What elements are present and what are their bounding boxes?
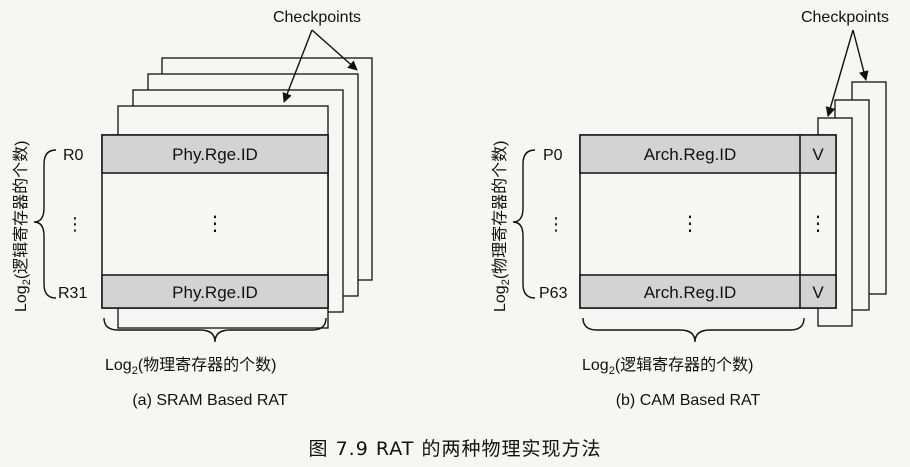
sram-row-bottom — [101, 274, 329, 309]
svg-text:Log2(逻辑寄存器的个数): Log2(逻辑寄存器的个数) — [12, 141, 33, 313]
sram-rat-diagram: Phy.Rge.ID Phy.Rge.ID ⋮ R0 ⋮ R31 Log2(逻辑… — [12, 9, 373, 409]
cam-left-brace — [512, 149, 536, 299]
cam-row-top — [579, 134, 837, 174]
cam-entry-bottom: Arch.Reg.ID — [644, 283, 737, 302]
sram-row-top — [101, 134, 329, 174]
cam-entry-top: Arch.Reg.ID — [644, 145, 737, 164]
sram-checkpoint-arrow-1 — [282, 29, 313, 103]
rat-diagram-svg: Phy.Rge.ID Phy.Rge.ID ⋮ R0 ⋮ R31 Log2(逻辑… — [12, 9, 889, 409]
sram-middle-ellipsis: ⋮ — [205, 213, 225, 235]
sram-y-axis-label: Log2(逻辑寄存器的个数) — [12, 141, 33, 313]
cam-row-label-top: P0 — [543, 147, 563, 164]
sram-entry-top: Phy.Rge.ID — [172, 145, 258, 164]
sram-row-label-bottom: R31 — [58, 285, 87, 302]
cam-valid-top: V — [812, 145, 824, 164]
figure-caption: 图 7.9 RAT 的两种物理实现方法 — [308, 438, 602, 460]
sram-caption: (a) SRAM Based RAT — [132, 392, 288, 409]
cam-bottom-brace — [582, 317, 805, 343]
cam-checkpoint-arrow-2 — [852, 29, 869, 81]
sram-checkpoints-label: Checkpoints — [273, 9, 361, 26]
cam-x-axis-label: Log2(逻辑寄存器的个数) — [582, 356, 754, 377]
cam-row-bottom — [579, 274, 837, 309]
cam-checkpoints-label: Checkpoints — [801, 9, 889, 26]
cam-middle-ellipsis: ⋮ — [680, 213, 700, 235]
cam-y-axis-label: Log2(物理寄存器的个数) — [491, 141, 512, 313]
sram-bottom-brace — [103, 317, 327, 343]
sram-row-label-top: R0 — [63, 147, 84, 164]
cam-valid-bottom: V — [812, 283, 824, 302]
sram-entry-bottom: Phy.Rge.ID — [172, 283, 258, 302]
sram-checkpoint-arrow-2 — [311, 29, 358, 71]
cam-valid-ellipsis: ⋮ — [808, 213, 828, 235]
sram-row-ellipsis: ⋮ — [66, 214, 84, 234]
cam-checkpoint-arrow-1 — [825, 29, 854, 117]
cam-row-label-bottom: P63 — [539, 285, 568, 302]
sram-x-axis-label: Log2(物理寄存器的个数) — [105, 356, 277, 377]
cam-row-ellipsis: ⋮ — [547, 214, 565, 234]
cam-rat-diagram: Arch.Reg.ID Arch.Reg.ID V V ⋮ ⋮ P0 ⋮ P63… — [491, 9, 889, 409]
svg-text:Log2(物理寄存器的个数): Log2(物理寄存器的个数) — [491, 141, 512, 313]
sram-left-brace — [33, 149, 57, 299]
cam-caption: (b) CAM Based RAT — [616, 392, 761, 409]
